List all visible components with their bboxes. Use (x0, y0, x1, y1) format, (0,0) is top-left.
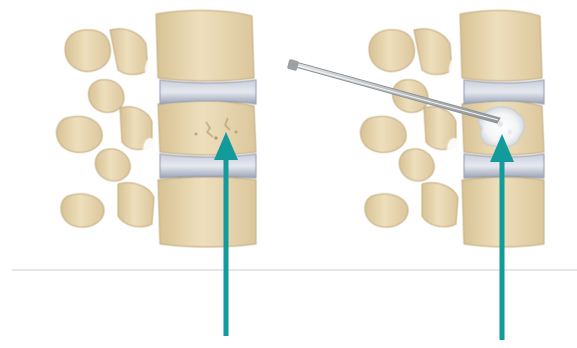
posterior-elements-right (360, 29, 463, 227)
posterior-elements-left (56, 29, 159, 227)
vertebral-bodies-left (156, 10, 256, 247)
spine-right (360, 10, 544, 247)
